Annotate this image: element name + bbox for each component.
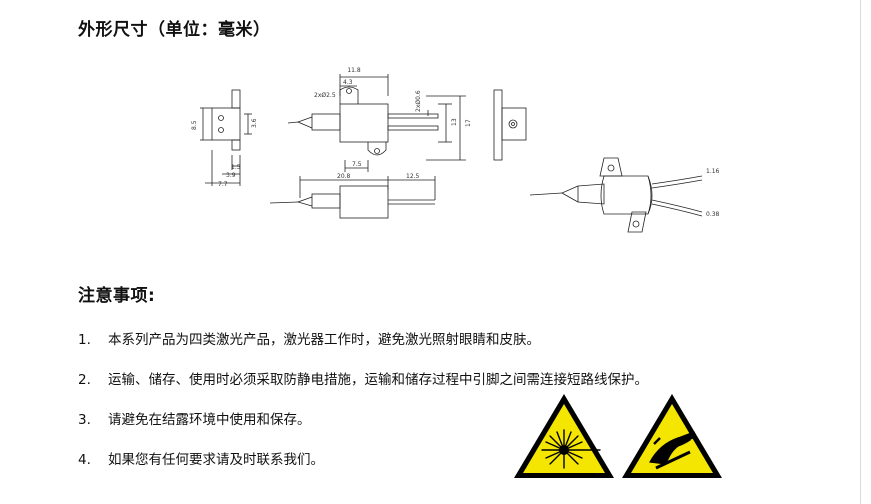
- dim-3-6: 3.6: [251, 118, 258, 128]
- list-item-text: 运输、储存、使用时必须采取防静电措施，运输和储存过程中引脚之间需连接短路线保护。: [108, 372, 648, 388]
- front-view: [269, 176, 436, 219]
- dim-20-8: 20.8: [337, 173, 351, 180]
- dim-7-7: 7.7: [218, 181, 228, 188]
- dim-13: 13: [451, 118, 458, 126]
- dim-pin: 2xØ0.6: [415, 90, 422, 112]
- dimensions-title: 外形尺寸（单位：毫米）: [78, 20, 271, 40]
- notes-title: 注意事项:: [78, 286, 156, 306]
- dim-17: 17: [465, 119, 472, 127]
- dim-1-5: 1.5: [231, 164, 241, 171]
- list-item-text: 如果您有任何要求请及时联系我们。: [108, 452, 324, 468]
- dim-hole: 2xØ2.5: [314, 92, 336, 99]
- side-view-left: [200, 89, 252, 186]
- list-item-text: 本系列产品为四类激光产品，激光器工作时，避免激光照射眼睛和皮肤。: [108, 332, 540, 348]
- dim-12-5: 12.5: [406, 173, 420, 180]
- list-item-number: 1.: [78, 332, 91, 348]
- list-item-number: 4.: [78, 452, 91, 468]
- dim-lead-top: 1.16: [706, 168, 720, 175]
- dim-8-5: 8.5: [191, 120, 198, 130]
- dim-3-9: 3.9: [226, 172, 236, 179]
- dim-lead-bottom: 0.38: [706, 211, 720, 218]
- esd-warning-icon: [622, 394, 722, 478]
- laser-warning-icon: [514, 394, 614, 478]
- top-view-main: [287, 74, 466, 172]
- dim-7-5: 7.5: [352, 161, 362, 168]
- side-view-right: [493, 89, 527, 161]
- dimension-drawing: 11.8 4.3 2xØ2.5 2xØ0.6 13 17 8.5 3.6 1.5…: [191, 67, 720, 233]
- list-item-text: 请避免在结露环境中使用和保存。: [108, 412, 311, 428]
- dim-11-8: 11.8: [347, 67, 361, 74]
- page-edge-rule: [860, 0, 861, 504]
- list-item-number: 3.: [78, 412, 91, 428]
- dim-4-3: 4.3: [343, 79, 353, 86]
- list-item-number: 2.: [78, 372, 91, 388]
- isometric-view: [529, 157, 703, 233]
